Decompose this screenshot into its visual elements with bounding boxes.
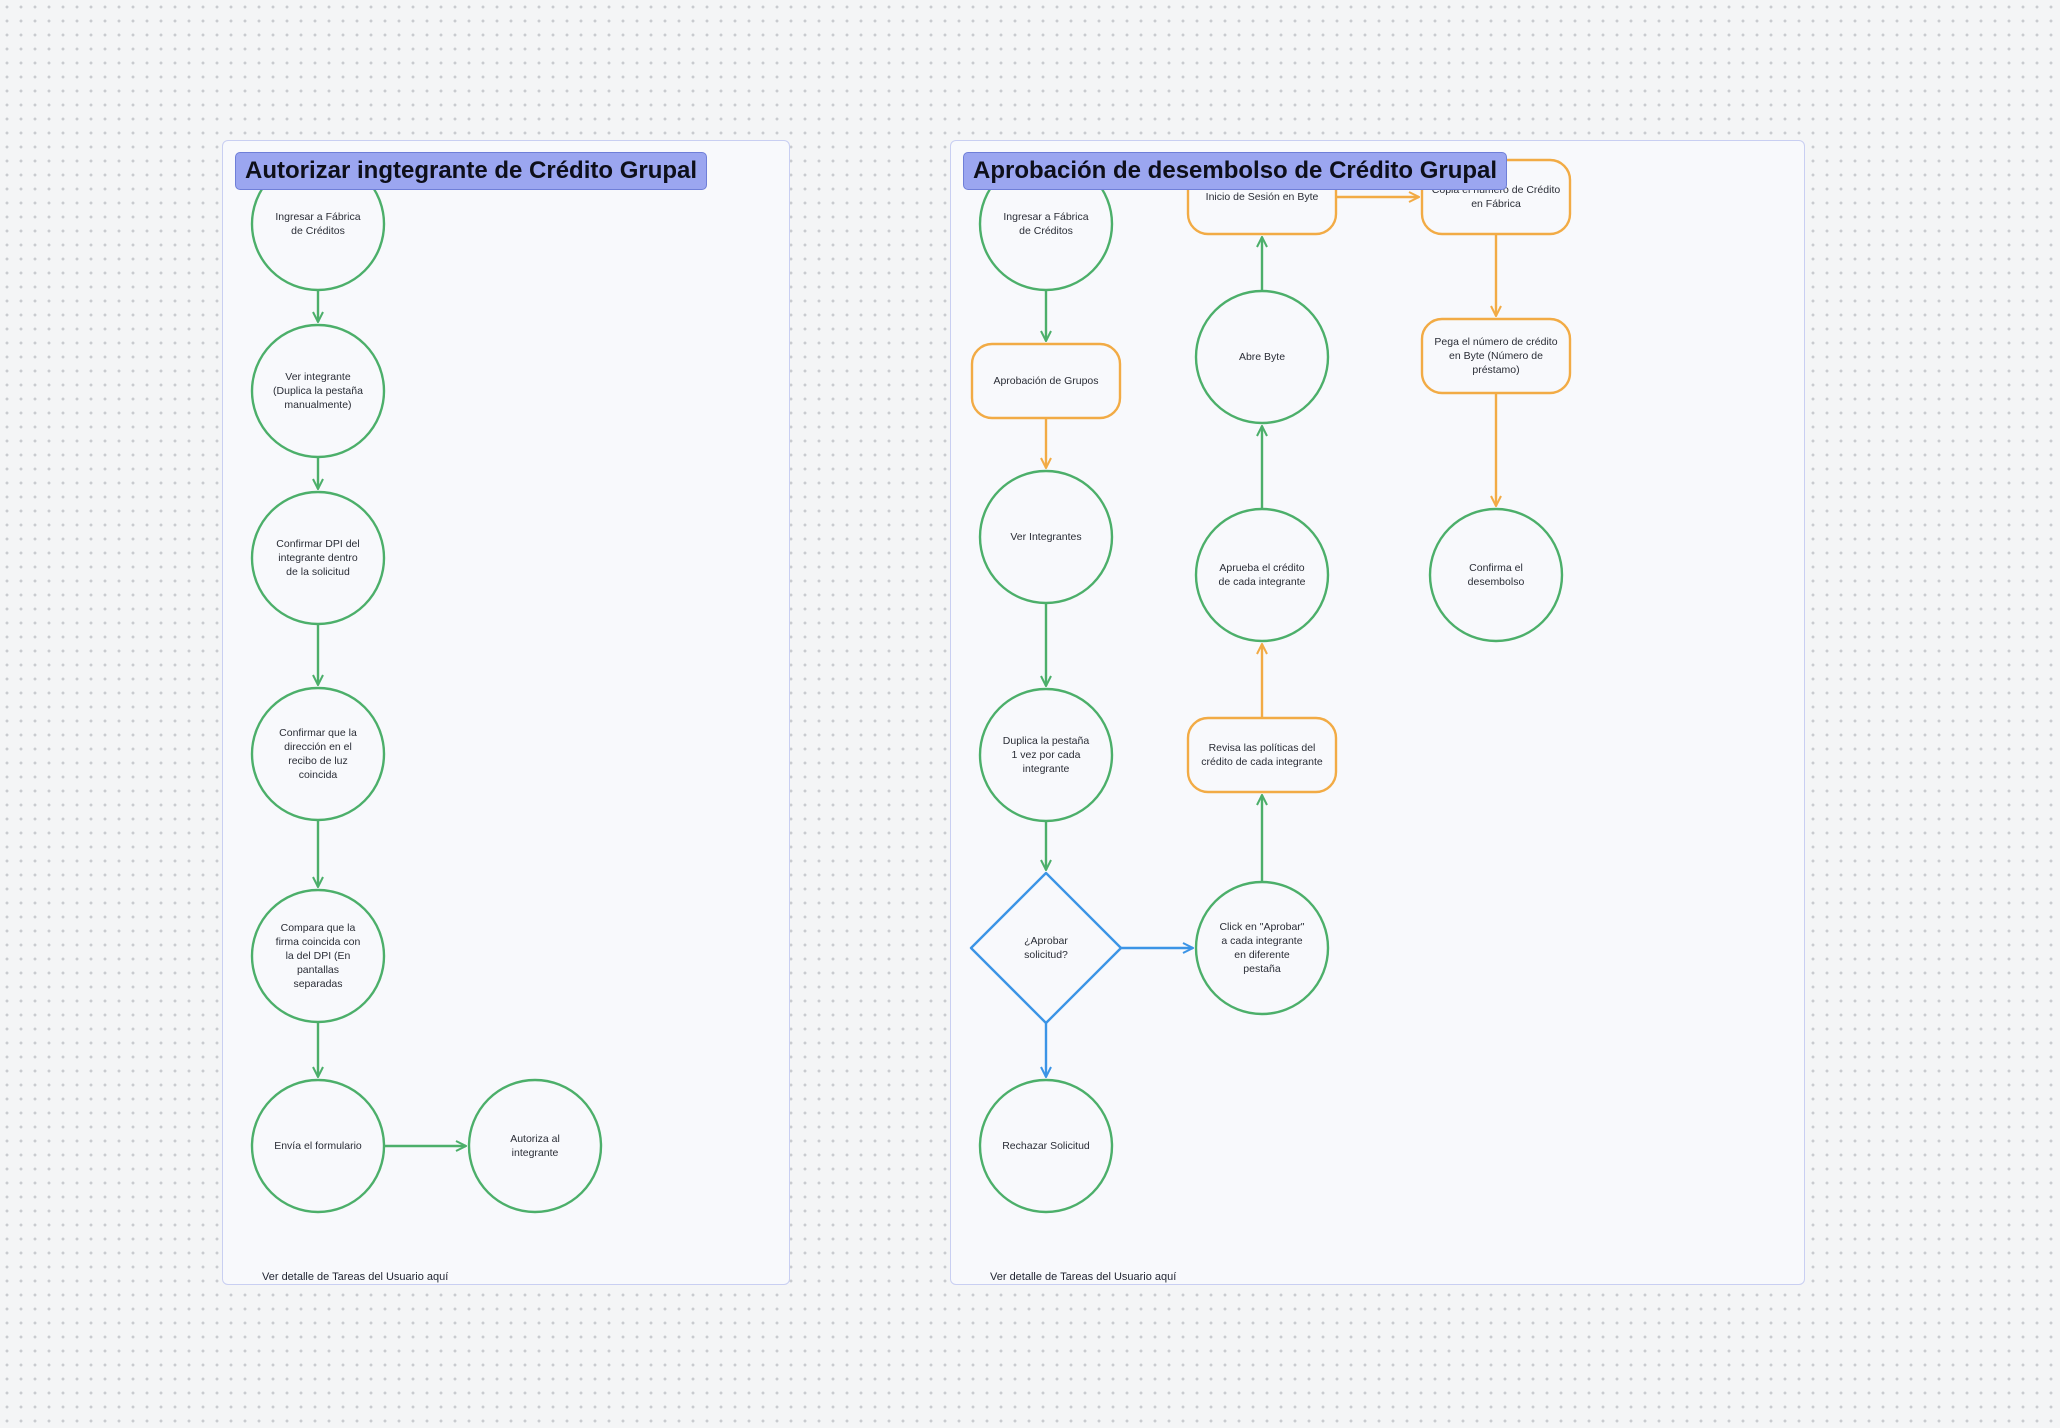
node-label-b7: Click en "Aprobar" a cada integrante en …: [1219, 921, 1305, 975]
node-shape-b5[interactable]: [969, 871, 1123, 1025]
node-shape-a5[interactable]: [250, 888, 386, 1024]
node-shape-b10[interactable]: [1194, 289, 1330, 425]
node-label-a1: Ingresar a Fábrica de Créditos: [275, 211, 361, 237]
node-shape-b13[interactable]: [1420, 317, 1572, 395]
node-label-b2: Aprobación de Grupos: [993, 375, 1099, 387]
node-label-b11: Inicio de Sesión en Byte: [1205, 191, 1319, 203]
node-label-b14: Confirma el desembolso: [1467, 562, 1525, 588]
node-label-a6: Envía el formulario: [274, 1140, 362, 1152]
node-shape-b14[interactable]: [1428, 507, 1564, 643]
node-label-b5: ¿Aprobar solicitud?: [1024, 935, 1068, 961]
node-label-a3: Confirmar DPI del integrante dentro de l…: [276, 538, 360, 578]
node-shape-b3[interactable]: [978, 469, 1114, 605]
node-shape-a3[interactable]: [250, 490, 386, 626]
node-shape-b6[interactable]: [978, 1078, 1114, 1214]
node-label-a2: Ver integrante (Duplica la pestaña manua…: [273, 371, 363, 411]
node-shape-b8[interactable]: [1186, 716, 1338, 794]
node-shape-a2[interactable]: [250, 323, 386, 459]
node-shape-a7[interactable]: [467, 1078, 603, 1214]
node-shape-b2[interactable]: [970, 342, 1122, 420]
user-tasks-link[interactable]: Ver detalle de Tareas del Usuario aquí: [990, 1271, 1177, 1283]
node-shape-b4[interactable]: [978, 687, 1114, 823]
node-label-b8: Revisa las políticas del crédito de cada…: [1201, 742, 1323, 768]
user-tasks-link[interactable]: Ver detalle de Tareas del Usuario aquí: [262, 1271, 449, 1283]
node-label-a7: Autoriza al integrante: [510, 1133, 560, 1159]
node-label-b1: Ingresar a Fábrica de Créditos: [1003, 211, 1089, 237]
node-label-b13: Pega el número de crédito en Byte (Númer…: [1434, 336, 1558, 376]
node-shape-b9[interactable]: [1194, 507, 1330, 643]
node-label-b10: Abre Byte: [1238, 351, 1286, 363]
frame-title-aprobacion: Aprobación de desembolso de Crédito Grup…: [963, 152, 1508, 190]
node-label-a4: Confirmar que la dirección en el recibo …: [279, 727, 357, 781]
node-shape-a6[interactable]: [250, 1078, 386, 1214]
node-shape-b7[interactable]: [1194, 880, 1330, 1016]
node-label-b9: Aprueba el crédito de cada integrante: [1218, 562, 1306, 588]
frame-title-autorizar: Autorizar ingtegrante de Crédito Grupal: [235, 152, 708, 190]
node-shape-a4[interactable]: [250, 686, 386, 822]
node-label-b4: Duplica la pestaña 1 vez por cada integr…: [1002, 735, 1090, 775]
node-label-a5: Compara que la firma coincida con la del…: [275, 922, 361, 990]
node-label-b6: Rechazar Solicitud: [1002, 1140, 1090, 1152]
node-label-b3: Ver Integrantes: [1010, 531, 1082, 543]
